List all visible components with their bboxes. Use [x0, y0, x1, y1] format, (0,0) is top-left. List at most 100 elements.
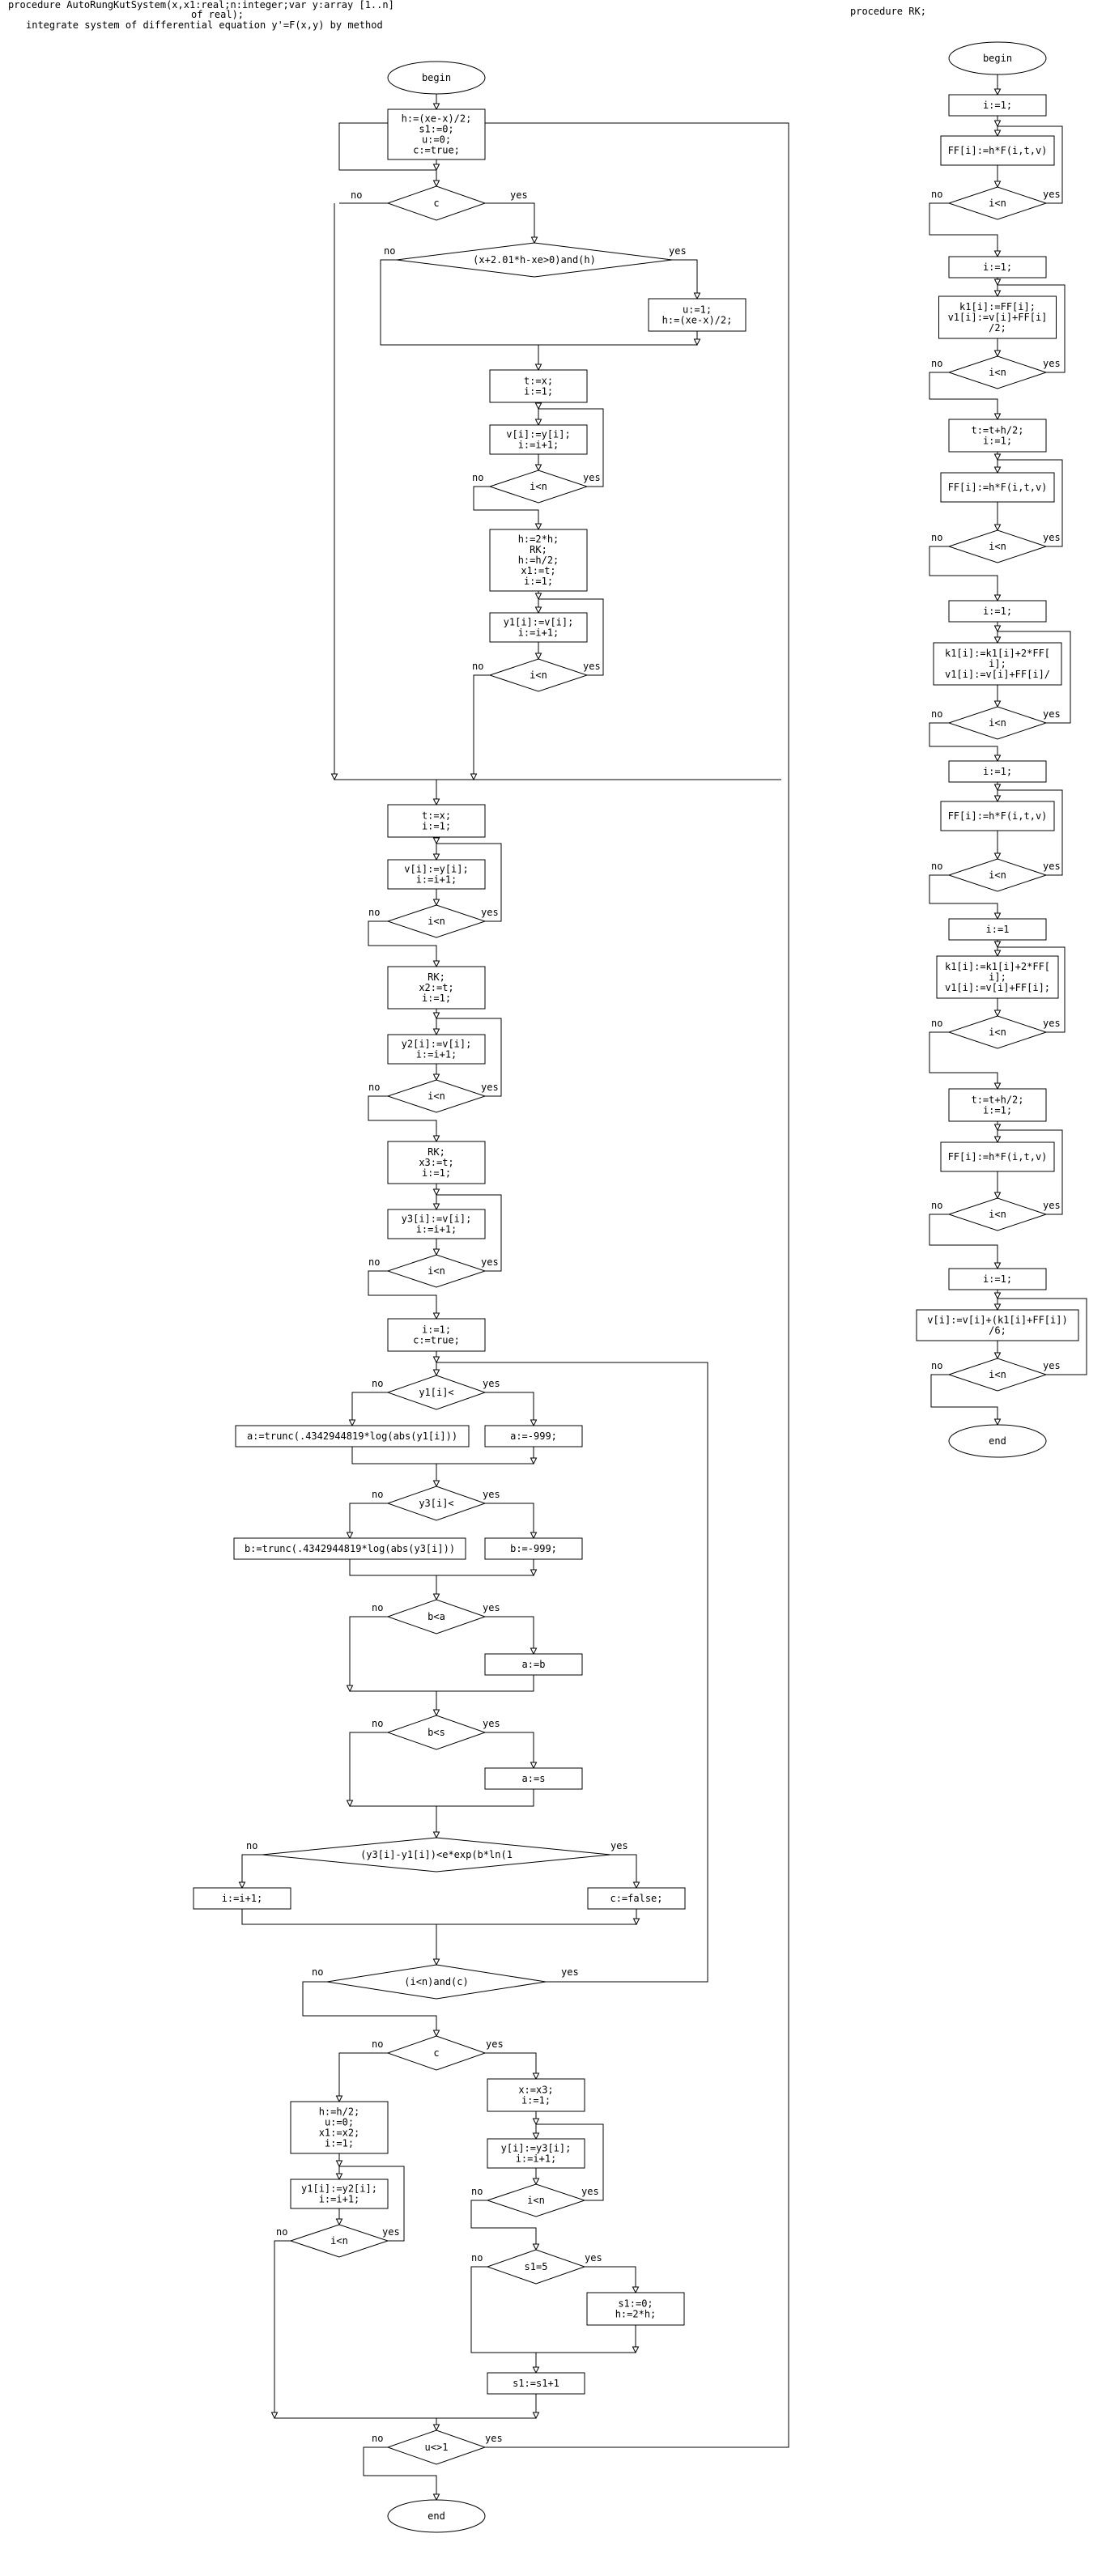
connector-line	[274, 2240, 291, 2418]
rk-t-half-1: t:=t+h/2;i:=1;	[948, 419, 1047, 453]
main-init-text: u:=0;	[422, 134, 451, 146]
rk-begin-text: begin	[983, 53, 1012, 64]
rk-v-final-text: /6;	[989, 1325, 1006, 1337]
rk-i1-5: i:=1	[948, 918, 1047, 941]
main-y3-v-text: y3[i]:=v[i];	[402, 1214, 472, 1225]
main-decision-b-lt-a-text: b<a	[428, 1611, 445, 1622]
connector-line	[929, 372, 998, 419]
arrowhead	[470, 773, 478, 781]
main-a-s: a:=s	[484, 1767, 583, 1790]
no-label: no	[246, 1840, 257, 1851]
yes-label: yes	[583, 661, 601, 672]
main-i1-ctrue-text: c:=true;	[413, 1335, 460, 1346]
arrowhead	[993, 1303, 1002, 1311]
yes-label: yes	[1043, 708, 1061, 720]
rk-end-text: end	[989, 1435, 1006, 1447]
main-decision-error-text: (y3[i]-y1[i])<e*exp(b*ln(1	[360, 1849, 513, 1860]
rk-loop-7: i<n	[947, 1197, 1048, 1231]
arrowhead	[432, 2493, 440, 2502]
yes-label: yes	[483, 1718, 500, 1729]
arrowhead	[335, 2173, 343, 2181]
arrowhead	[993, 1192, 1002, 1200]
rk-t-half-1-text: t:=t+h/2;	[971, 425, 1023, 436]
arrowhead	[530, 1532, 538, 1540]
main-c-false-text: c:=false;	[610, 1893, 662, 1904]
main-a-999-text: a:=-999;	[510, 1430, 557, 1442]
arrowhead	[432, 1709, 440, 1717]
rk-loop-1-text: i<n	[989, 198, 1006, 209]
main-rk-x2-text: i:=1;	[422, 993, 451, 1004]
no-label: no	[276, 2226, 287, 2238]
connector-line	[368, 1095, 437, 1141]
connector-line	[241, 1854, 262, 1888]
connector-line	[929, 874, 998, 919]
connector-line	[349, 1559, 534, 1576]
connector-line	[672, 259, 698, 299]
arrowhead	[534, 363, 542, 372]
main-init-text: c:=true;	[413, 145, 460, 156]
connector-line	[485, 1503, 534, 1538]
arrowhead	[346, 1800, 354, 1808]
arrowhead	[993, 120, 1002, 128]
arrowhead	[993, 290, 1002, 298]
rk-i1-6: i:=1;	[948, 1268, 1047, 1290]
main-y2-v-text: i:=i+1;	[416, 1049, 457, 1061]
connector-line	[485, 1392, 534, 1426]
main-halve-text: i:=1;	[325, 2138, 354, 2149]
main-end: end	[387, 2499, 486, 2533]
connector-line	[998, 946, 1066, 1033]
rk-loop-3: i<n	[947, 529, 1048, 563]
main-y1-y2-text: i:=i+1;	[319, 2194, 360, 2205]
main-loop-v-2-text: i<n	[428, 916, 445, 927]
rk-ff-3-text: FF[i]:=h*F(i,t,v)	[948, 810, 1048, 822]
connector-line	[485, 1616, 534, 1654]
arrowhead	[432, 798, 440, 806]
main-y-y3: y[i]:=y3[i];i:=i+1;	[487, 2138, 585, 2169]
connector-line	[998, 631, 1071, 724]
connector-line	[339, 2166, 405, 2242]
arrowhead	[534, 402, 542, 410]
arrowhead	[993, 950, 1002, 958]
main-a-s-text: a:=s	[522, 1773, 546, 1784]
arrowhead	[432, 837, 440, 845]
main-decision-c: c	[386, 185, 487, 221]
main-t-x-1: t:=x;i:=1;	[489, 369, 588, 403]
main-decision-s1: s1=5	[486, 2249, 586, 2285]
rk-loop-7-text: i<n	[989, 1209, 1006, 1220]
arrowhead	[993, 625, 1002, 633]
rk-i1-1-text: i:=1;	[983, 100, 1012, 111]
connector-line	[538, 598, 604, 676]
connector-line	[436, 1362, 708, 1983]
main-rk-x3-text: x3:=t;	[419, 1157, 453, 1168]
connector-line	[368, 920, 437, 967]
arrowhead	[993, 912, 1002, 920]
rk-i1-1: i:=1;	[948, 94, 1047, 117]
main-decision-c-2-text: c	[433, 2047, 439, 2059]
arrowhead	[432, 1012, 440, 1020]
connector-line	[241, 1909, 637, 1925]
main-loop-v-2: i<n	[386, 904, 487, 938]
arrowhead	[432, 1248, 440, 1256]
yes-label: yes	[1043, 1360, 1061, 1371]
no-label: no	[471, 2252, 483, 2264]
arrowhead	[693, 292, 701, 300]
connector-line	[585, 2266, 636, 2293]
yes-label: yes	[1043, 1200, 1061, 1211]
arrowhead	[432, 853, 440, 861]
main-v-y-1-text: v[i]:=y[i];	[506, 429, 570, 440]
rk-loop-4: i<n	[947, 706, 1048, 740]
main-s1-inc: s1:=s1+1	[487, 2372, 585, 2395]
main-decision-y1: y1[i]<	[386, 1375, 487, 1410]
arrowhead	[432, 1073, 440, 1082]
connector-line	[473, 674, 490, 780]
connector-line	[338, 122, 789, 2448]
connector-line	[351, 1392, 388, 1426]
yes-label: yes	[581, 2186, 599, 2197]
rk-t-half-2-text: i:=1;	[983, 1105, 1012, 1116]
main-init: h:=(xe-x)/2;s1:=0;u:=0;c:=true;	[387, 108, 486, 160]
connector-line	[470, 2266, 636, 2353]
yes-label: yes	[1043, 532, 1061, 543]
arrowhead	[530, 1647, 538, 1656]
arrowhead	[330, 773, 338, 781]
main-t-x-1-text: t:=x;	[524, 376, 553, 387]
